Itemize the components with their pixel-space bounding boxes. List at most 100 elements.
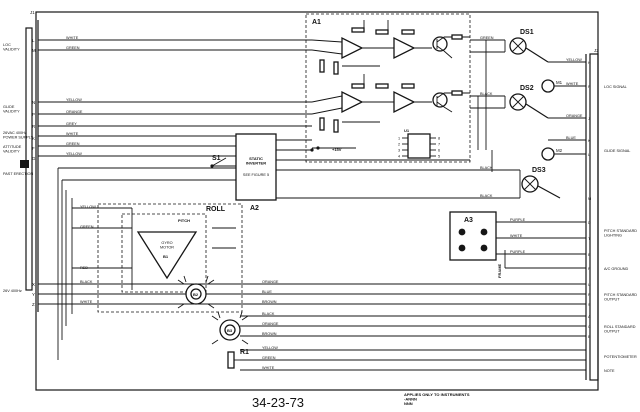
plus-15v-label: +15V (332, 147, 342, 152)
a1-amplifier-board: A1 (305, 13, 471, 163)
ds3-label: DS3 (532, 167, 546, 174)
svg-text:E: E (588, 253, 591, 257)
right-group-glide-signal: GLIDE SIGNAL (604, 149, 630, 153)
right-wire-labels: GREEN BLACK BLACK BLACK YELLOW WHITE ORA… (262, 36, 583, 370)
roll-gimbal: ROLL (97, 203, 243, 313)
ds2-label: DS2 (520, 85, 534, 92)
figure-code: 34-23-73 (252, 395, 304, 410)
pin-l: L (32, 38, 35, 43)
switch-s1: S1 (210, 155, 236, 168)
svg-text:7: 7 (438, 143, 440, 147)
svg-text:WHITE: WHITE (510, 234, 523, 238)
j1-label: J1 (30, 10, 35, 15)
svg-text:GREEN: GREEN (262, 356, 276, 360)
svg-text:3: 3 (398, 149, 400, 153)
svg-text:BLACK: BLACK (480, 92, 493, 96)
diagram-border (35, 11, 599, 391)
potentiometer-r1: R1 (227, 349, 249, 369)
svg-text:J: J (588, 117, 590, 121)
svg-text:U: U (588, 283, 591, 287)
svg-text:S: S (588, 303, 591, 307)
svg-text:YELLOW: YELLOW (66, 152, 82, 156)
m2-label: M2 (556, 148, 563, 153)
svg-text:BROWN: BROWN (262, 332, 277, 336)
right-connector-j2: J2 (585, 48, 599, 381)
synchro-b3: B3 (211, 311, 249, 345)
svg-text:F: F (588, 267, 591, 271)
m1-label: M1 (556, 80, 563, 85)
frame-ground: FRAME (497, 250, 506, 278)
s1-label: S1 (212, 155, 221, 162)
svg-text:D: D (588, 221, 591, 225)
svg-text:M: M (588, 197, 591, 201)
left-pin-labels: L M N P R K F G X Y Z (32, 38, 36, 307)
synchro-b2: B2 (177, 275, 215, 309)
svg-text:5: 5 (438, 155, 440, 159)
r1-label: R1 (240, 349, 249, 356)
roll-label: ROLL (206, 206, 226, 213)
opamp-1a (341, 36, 364, 60)
svg-text:BLACK: BLACK (262, 312, 275, 316)
svg-text:ORANGE: ORANGE (262, 322, 279, 326)
pin-k: K (32, 136, 35, 141)
svg-text:BROWN: BROWN (262, 300, 277, 304)
svg-text:6: 6 (438, 149, 440, 153)
b1-label: B1 (163, 254, 169, 259)
svg-text:BLUE: BLUE (566, 136, 576, 140)
left-wire-labels: WHITE GREEN YELLOW ORANGE GREY WHITE GRE… (66, 36, 96, 304)
pin-f: F (32, 146, 35, 151)
svg-text:ORANGE: ORANGE (66, 110, 83, 114)
pin-z: Z (32, 302, 35, 307)
right-group-ac-ground: A/C GROUND (604, 267, 629, 271)
right-group-note: NOTE (604, 369, 615, 373)
b2-label: B2 (193, 292, 199, 297)
lamp-ds1: DS1 (509, 29, 549, 63)
meter-m1: M1 (541, 79, 563, 93)
svg-text:H: H (588, 61, 591, 65)
svg-text:BLACK: BLACK (480, 166, 493, 170)
ds1-label: DS1 (520, 29, 534, 36)
svg-text:BLACK: BLACK (80, 280, 93, 284)
a2-label: A2 (250, 205, 259, 212)
svg-text:4: 4 (398, 155, 400, 159)
svg-text:GREY: GREY (66, 122, 77, 126)
a1-label: A1 (312, 19, 321, 26)
frame-label: FRAME (497, 263, 502, 278)
ic-u1 (407, 133, 431, 159)
transistor-q2 (432, 92, 448, 108)
transistor-q1 (432, 36, 448, 52)
j2-label: J2 (594, 48, 599, 53)
gyro-motor-b1 (136, 231, 198, 280)
a3-label: A3 (464, 217, 473, 224)
past-erection-symbol (20, 160, 29, 168)
opamp-2b (393, 90, 416, 114)
left-group-past-erection: PAST ERECTION (3, 172, 33, 176)
a2-subtitle: SEE FIGURE 5 (243, 173, 269, 177)
pin-y: Y (32, 292, 35, 297)
svg-text:YELLOW: YELLOW (262, 346, 278, 350)
pin-r: R (32, 124, 35, 129)
pin-m: M (32, 48, 36, 53)
left-group-26v: 26V 400Hz (3, 289, 22, 293)
b3-label: B3 (227, 328, 233, 333)
svg-text:ORANGE: ORANGE (566, 114, 583, 118)
left-wire-bundle (38, 39, 312, 360)
svg-text:R: R (588, 293, 591, 297)
svg-text:ORANGE: ORANGE (262, 280, 279, 284)
right-pin-labels: H P J K L M D T E F U R S A C B (588, 61, 591, 339)
svg-text:YELLOW: YELLOW (66, 98, 82, 102)
svg-text:WHITE: WHITE (66, 36, 79, 40)
svg-text:GREEN: GREEN (480, 36, 494, 40)
pin-n: N (32, 100, 35, 105)
opamp-1b (393, 36, 416, 60)
